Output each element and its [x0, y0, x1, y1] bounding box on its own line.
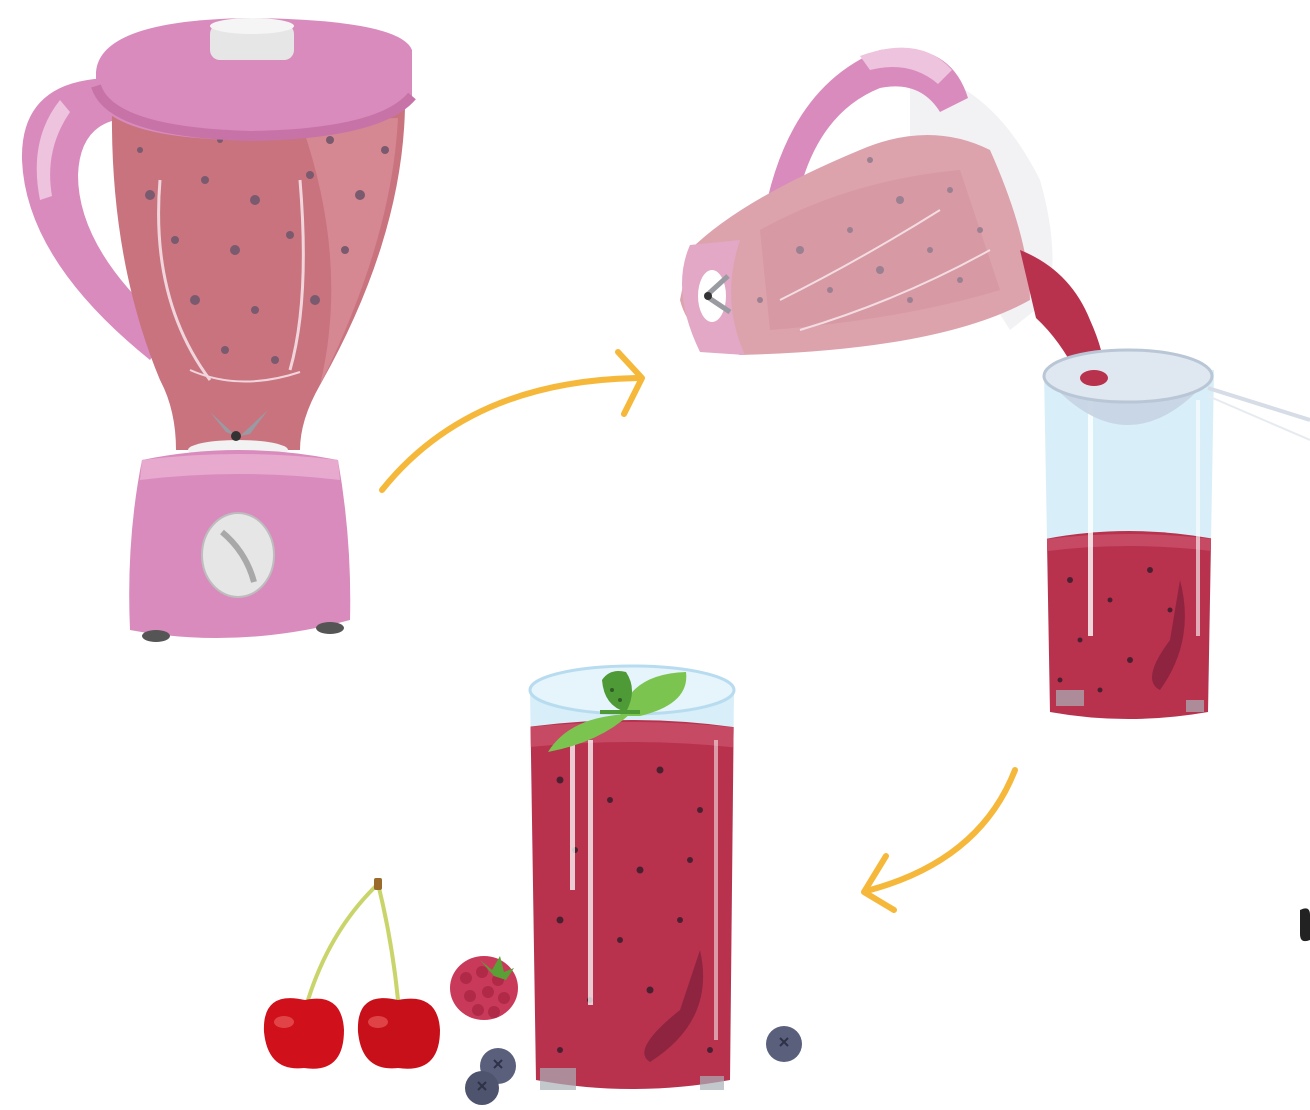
- blender-icon: [22, 18, 412, 642]
- arrow-down-left-icon: [864, 770, 1015, 910]
- knob-icon: [202, 513, 274, 597]
- cherries-icon: [264, 878, 440, 1069]
- glass-with-strainer-icon: [1040, 350, 1310, 730]
- raspberry-icon: [450, 956, 518, 1020]
- smoothie-glass-icon: [520, 666, 740, 1100]
- arrow-right-icon: [382, 352, 642, 490]
- edge-fragment-icon: [1300, 908, 1310, 941]
- pouring-jug-icon: [680, 48, 1105, 387]
